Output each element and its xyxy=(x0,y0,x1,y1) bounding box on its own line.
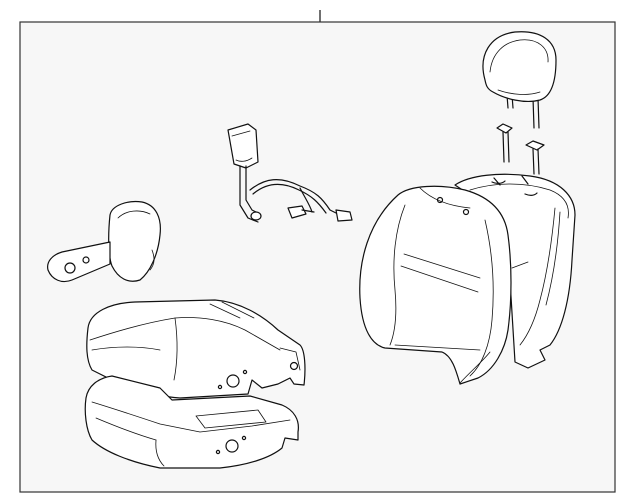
guide-sleeve-icon[interactable] xyxy=(496,123,545,175)
back-cover-icon[interactable] xyxy=(359,185,512,385)
shield-cover-icon[interactable] xyxy=(47,200,161,283)
cushion-pad-icon[interactable] xyxy=(84,375,299,469)
headrest-icon[interactable] xyxy=(482,31,557,129)
cushion-cover-icon[interactable] xyxy=(86,299,306,399)
harness-icon[interactable] xyxy=(249,179,353,222)
buckle-icon[interactable] xyxy=(227,123,262,223)
